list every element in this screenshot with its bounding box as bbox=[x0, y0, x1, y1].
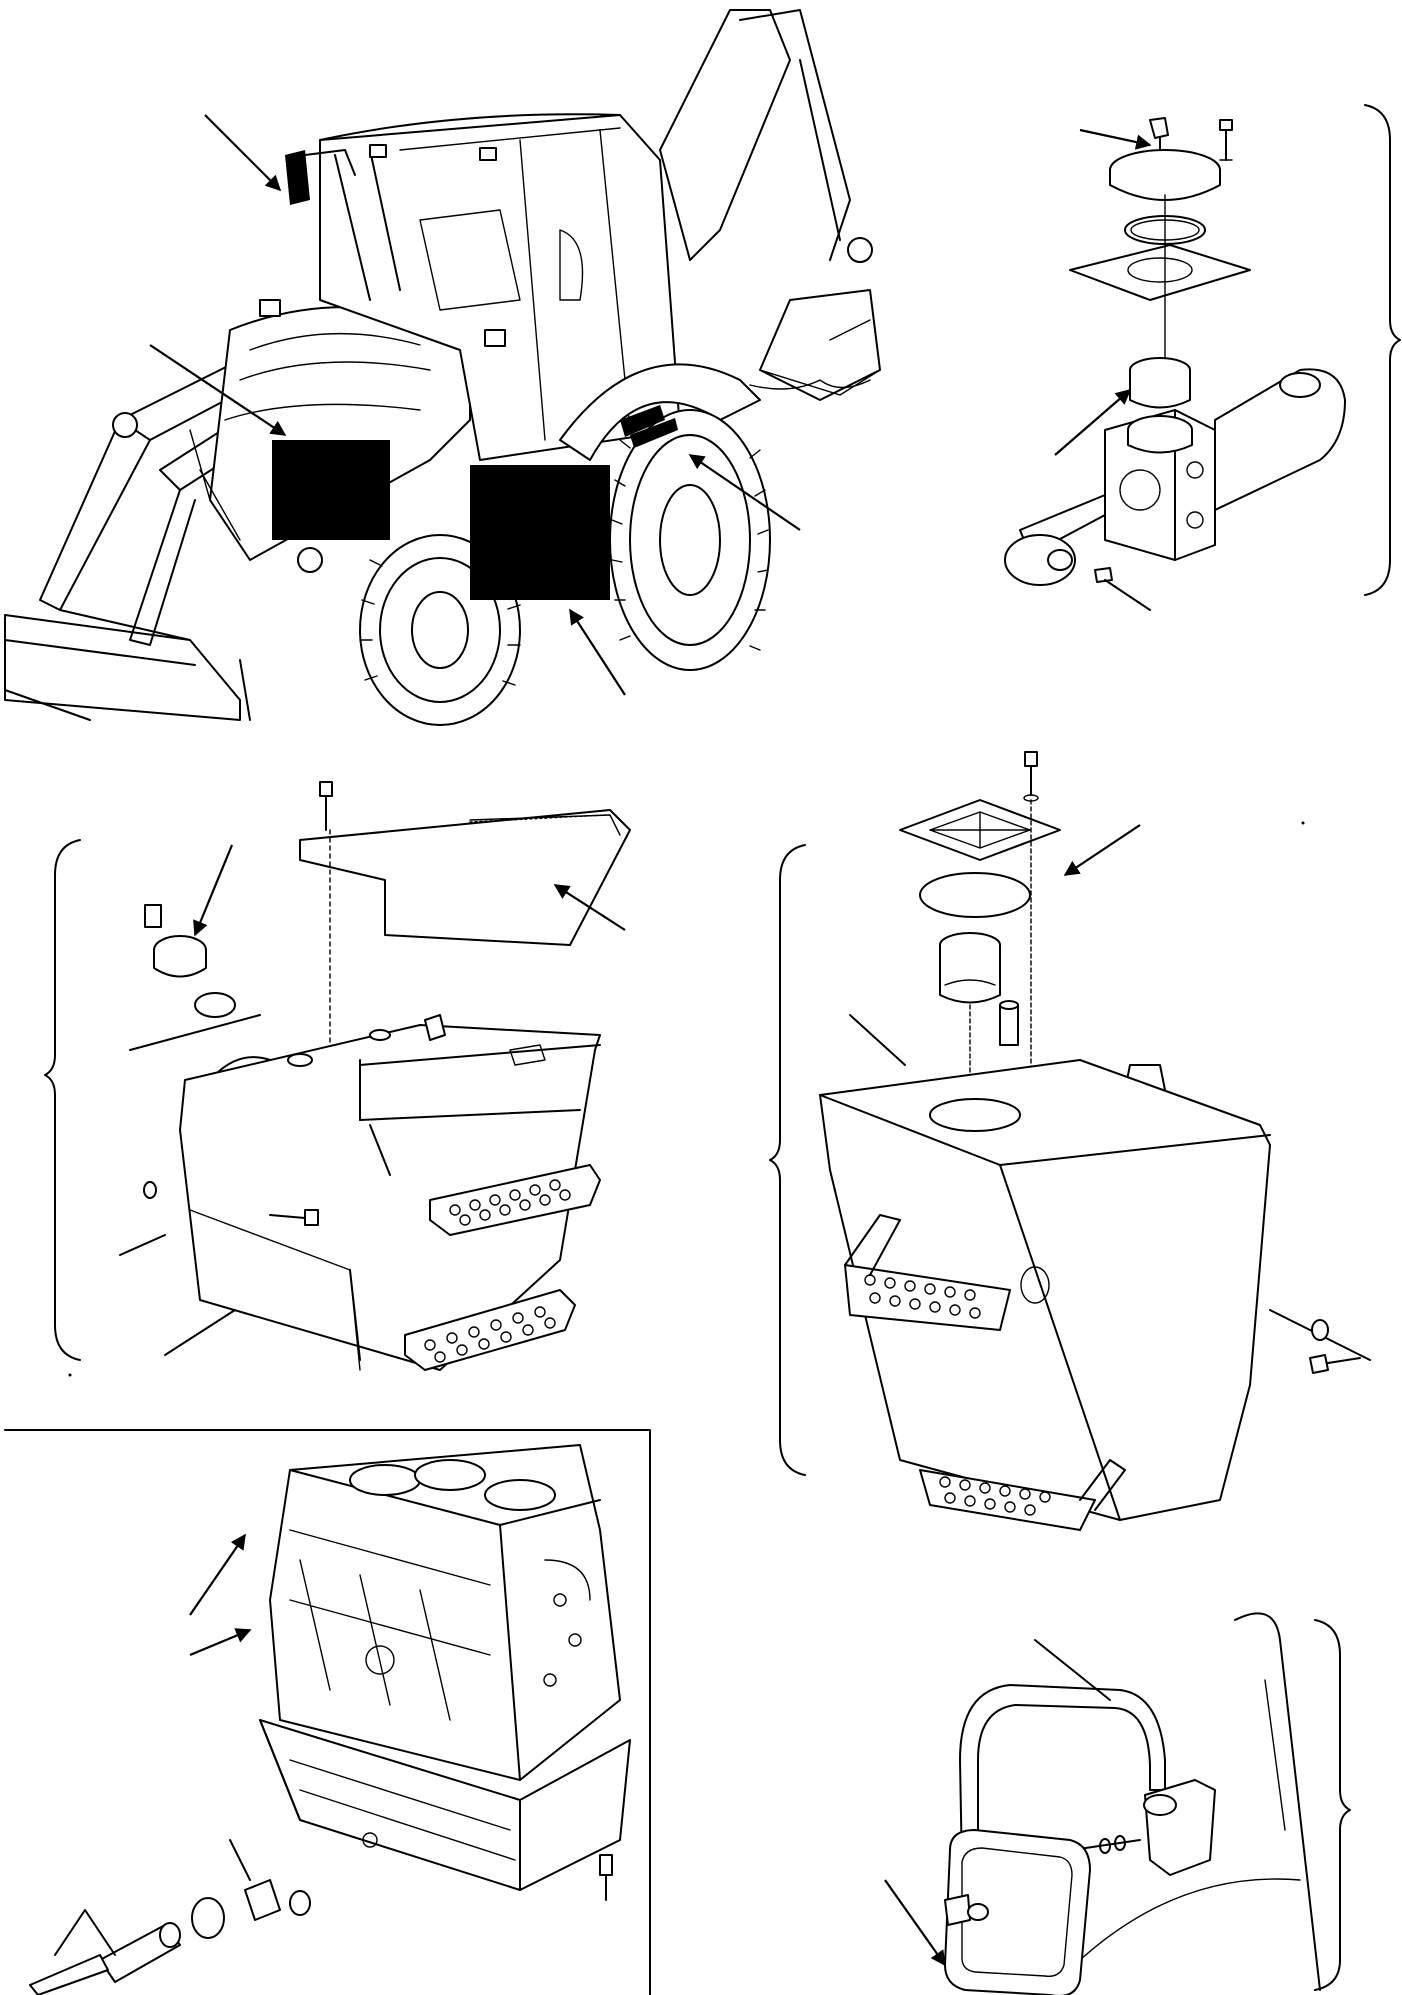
mirror-assembly-panel bbox=[884, 1612, 1351, 1995]
steering-cylinder-panel bbox=[1004, 104, 1401, 611]
bracket-right bbox=[1364, 104, 1401, 596]
callout-line-arm bbox=[1034, 1639, 1111, 1701]
callout-arrow-flange bbox=[1063, 824, 1141, 876]
callout-arrow-mirror-head bbox=[884, 1879, 946, 1967]
callout-line-tank-body bbox=[849, 1014, 906, 1066]
callout-arrow-fuel-cap bbox=[193, 844, 234, 937]
callout-line-front bbox=[239, 659, 251, 721]
callout-arrow-hydraulic-tank bbox=[569, 608, 626, 696]
panel-frame bbox=[4, 1429, 651, 1995]
callout-arrow-sump bbox=[189, 1628, 252, 1657]
bracket-right-mirror bbox=[1314, 1619, 1351, 1991]
fuel-tank-panel bbox=[44, 781, 631, 1371]
callout-line-nipple bbox=[1104, 579, 1151, 611]
callout-line-tank bbox=[164, 1309, 236, 1356]
callout-arrow-filter bbox=[1054, 388, 1132, 456]
hydraulic-tank-panel bbox=[769, 751, 1371, 1531]
bracket-left-hydraulic bbox=[769, 844, 806, 1476]
engine-block-panel bbox=[4, 1429, 651, 1995]
machine-overview-panel bbox=[4, 9, 881, 726]
masked-region-right bbox=[470, 465, 610, 600]
callout-line-dipstick bbox=[54, 1909, 116, 1956]
bracket-left-fuel bbox=[44, 839, 81, 1361]
callout-arrow-step bbox=[688, 454, 801, 531]
callout-arrow-fuel-tank bbox=[149, 344, 287, 436]
callout-arrow-mirror bbox=[204, 114, 282, 192]
callout-line-plug bbox=[229, 1839, 251, 1881]
callout-arrow-block bbox=[189, 1533, 246, 1616]
masked-region-left bbox=[272, 440, 390, 540]
callout-arrow-breather bbox=[1079, 128, 1152, 150]
callout-arrow-step-cover bbox=[553, 884, 626, 931]
